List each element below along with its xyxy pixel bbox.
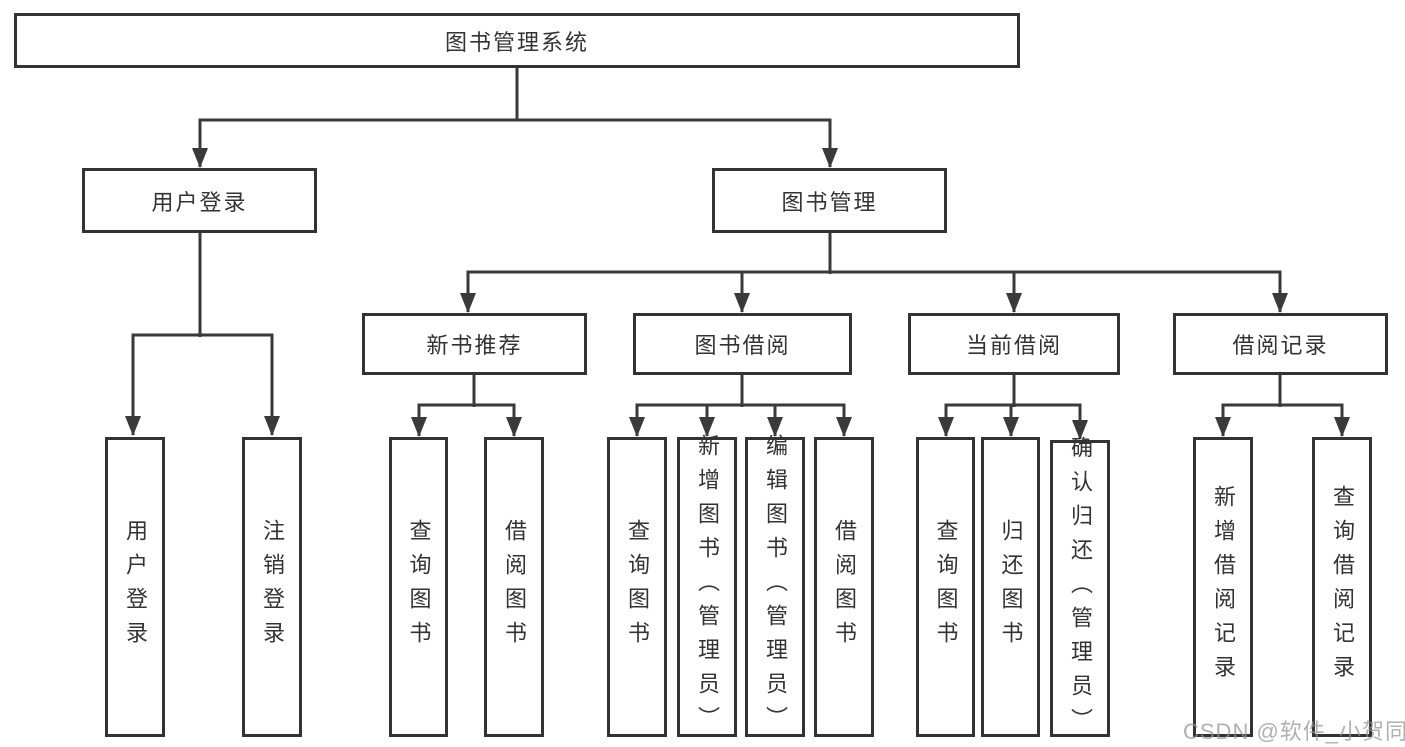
leaf-add-borrow-record: 新增借阅记录 <box>1193 437 1253 737</box>
leaf-confirm-return-admin: 确认归还（管理员） <box>1050 436 1110 742</box>
arrow-down-icon <box>1003 417 1019 437</box>
node-label: 图书借阅 <box>694 333 791 358</box>
connector-bookmgmt-fork <box>466 270 1282 312</box>
leaf-label: 新增借阅记录 <box>1211 485 1236 689</box>
arrow-down-icon <box>1272 293 1288 313</box>
leaf-return-books: 归还图书 <box>981 437 1040 737</box>
leaf-user-login: 用户登录 <box>105 437 165 737</box>
leaf-label: 新增图书（管理员） <box>695 434 720 740</box>
arrowheads <box>125 148 1350 440</box>
arrow-down-icon <box>767 417 783 437</box>
node-book-management: 图书管理 <box>712 168 947 233</box>
leaf-label: 查询借阅记录 <box>1330 485 1355 689</box>
leaf-label: 借阅图书 <box>502 519 527 655</box>
node-label: 新书推荐 <box>426 333 523 358</box>
arrow-down-icon <box>192 148 208 168</box>
leaf-query-books-3: 查询图书 <box>916 437 975 737</box>
leaf-query-borrow-record: 查询借阅记录 <box>1312 437 1372 737</box>
leaf-query-books-1: 查询图书 <box>389 437 448 737</box>
connector-newbook-fork <box>417 403 516 436</box>
node-label: 图书管理 <box>781 189 878 215</box>
node-new-book-recommend: 新书推荐 <box>362 313 587 375</box>
node-label: 借阅记录 <box>1232 333 1329 358</box>
node-label: 用户登录 <box>151 189 248 215</box>
arrow-down-icon <box>1215 417 1231 437</box>
csdn-watermark: CSDN @软件_小贺同学 <box>1183 719 1405 744</box>
node-label: 当前借阅 <box>965 333 1062 358</box>
leaf-label: 归还图书 <box>998 519 1024 655</box>
arrow-down-icon <box>1334 417 1350 437</box>
leaf-label: 用户登录 <box>123 519 148 655</box>
leaf-edit-books-admin: 编辑图书（管理员） <box>745 434 805 740</box>
arrow-down-icon <box>506 417 522 437</box>
arrow-down-icon <box>938 417 954 437</box>
leaf-query-books-2: 查询图书 <box>607 437 667 737</box>
leaf-label: 确认归还（管理员） <box>1068 435 1093 742</box>
leaf-label: 编辑图书（管理员） <box>763 434 788 740</box>
node-library-system: 图书管理系统 <box>14 13 1020 68</box>
arrow-down-icon <box>125 416 141 436</box>
arrow-down-icon <box>836 417 852 437</box>
node-book-borrowing: 图书借阅 <box>633 313 852 375</box>
arrow-down-icon <box>264 416 280 436</box>
leaf-label: 查询图书 <box>933 519 959 655</box>
node-user-login: 用户登录 <box>82 168 317 233</box>
leaf-label: 借阅图书 <box>832 519 857 655</box>
connector-borrow-fork <box>635 403 846 436</box>
node-borrow-records: 借阅记录 <box>1173 313 1388 375</box>
connector-root-fork <box>198 118 832 167</box>
leaf-label: 注销登录 <box>260 519 285 655</box>
arrow-down-icon <box>1072 420 1088 440</box>
arrow-down-icon <box>411 417 427 437</box>
node-label: 图书管理系统 <box>444 29 589 55</box>
arrow-down-icon <box>822 148 838 168</box>
leaf-logout: 注销登录 <box>242 437 302 737</box>
connector-userlogin-fork <box>131 333 274 435</box>
arrow-down-icon <box>460 293 476 313</box>
leaf-add-books-admin: 新增图书（管理员） <box>677 434 737 740</box>
arrow-down-icon <box>1006 293 1022 313</box>
leaf-label: 查询图书 <box>625 519 650 655</box>
connector-records-fork <box>1221 403 1344 436</box>
arrow-down-icon <box>629 417 645 437</box>
leaf-borrow-books-2: 借阅图书 <box>814 437 874 737</box>
arrow-down-icon <box>734 293 750 313</box>
leaf-borrow-books-1: 借阅图书 <box>484 437 544 737</box>
leaf-label: 查询图书 <box>406 519 432 655</box>
node-current-borrowing: 当前借阅 <box>908 313 1120 375</box>
connector-paths <box>131 68 1344 439</box>
arrow-down-icon <box>699 417 715 437</box>
